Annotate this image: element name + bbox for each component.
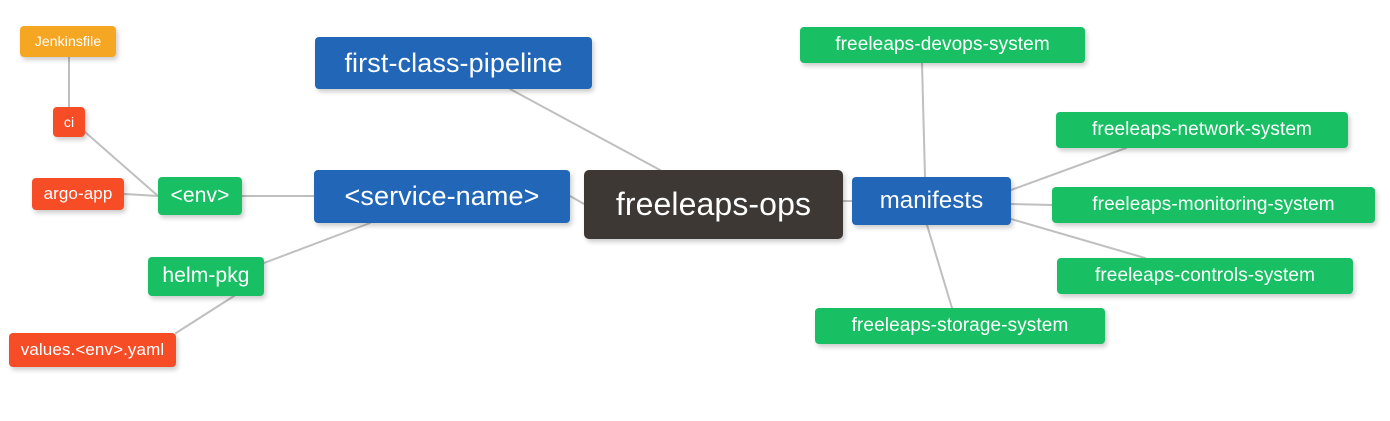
node-values-yaml[interactable]: values.<env>.yaml xyxy=(9,333,176,367)
node-label-storage-system: freeleaps-storage-system xyxy=(851,315,1069,337)
node-label-monitoring-system: freeleaps-monitoring-system xyxy=(1092,194,1335,216)
node-helm-pkg[interactable]: helm-pkg xyxy=(148,257,264,296)
edge-manifests-to-network-system xyxy=(1010,147,1127,191)
node-label-service-name: <service-name> xyxy=(344,181,540,212)
edge-first-class-pipeline-to-freeleaps-ops xyxy=(509,88,661,171)
node-argo-app[interactable]: argo-app xyxy=(32,178,124,210)
node-manifests[interactable]: manifests xyxy=(852,177,1011,225)
node-label-argo-app: argo-app xyxy=(43,184,113,204)
node-label-env: <env> xyxy=(170,183,230,207)
edge-manifests-to-controls-system xyxy=(1010,218,1146,259)
node-network-system[interactable]: freeleaps-network-system xyxy=(1056,112,1348,148)
node-storage-system[interactable]: freeleaps-storage-system xyxy=(815,308,1105,344)
node-jenkinsfile[interactable]: Jenkinsfile xyxy=(20,26,116,57)
node-label-devops-system: freeleaps-devops-system xyxy=(835,34,1050,56)
edge-service-name-to-freeleaps-ops xyxy=(569,195,585,205)
node-monitoring-system[interactable]: freeleaps-monitoring-system xyxy=(1052,187,1375,223)
node-first-class-pipeline[interactable]: first-class-pipeline xyxy=(315,37,592,89)
edge-argo-app-to-env xyxy=(123,193,159,197)
node-label-controls-system: freeleaps-controls-system xyxy=(1094,265,1316,287)
node-label-freeleaps-ops: freeleaps-ops xyxy=(615,185,812,222)
node-freeleaps-ops[interactable]: freeleaps-ops xyxy=(584,170,843,239)
edge-manifests-to-monitoring-system xyxy=(1010,203,1053,206)
node-label-network-system: freeleaps-network-system xyxy=(1092,119,1312,141)
edge-manifests-to-devops-system xyxy=(921,62,926,178)
node-label-helm-pkg: helm-pkg xyxy=(162,264,250,288)
node-label-values-yaml: values.<env>.yaml xyxy=(20,340,165,360)
edge-manifests-to-storage-system xyxy=(926,224,953,309)
node-ci[interactable]: ci xyxy=(53,107,85,137)
edge-values-yaml-to-helm-pkg xyxy=(175,295,235,334)
edge-helm-pkg-to-service-name xyxy=(263,222,371,264)
node-controls-system[interactable]: freeleaps-controls-system xyxy=(1057,258,1353,294)
node-label-first-class-pipeline: first-class-pipeline xyxy=(344,47,563,78)
node-service-name[interactable]: <service-name> xyxy=(314,170,570,223)
node-devops-system[interactable]: freeleaps-devops-system xyxy=(800,27,1085,63)
node-label-manifests: manifests xyxy=(879,187,984,215)
node-env[interactable]: <env> xyxy=(158,177,242,215)
node-label-ci: ci xyxy=(63,113,75,130)
node-label-jenkinsfile: Jenkinsfile xyxy=(34,33,102,50)
